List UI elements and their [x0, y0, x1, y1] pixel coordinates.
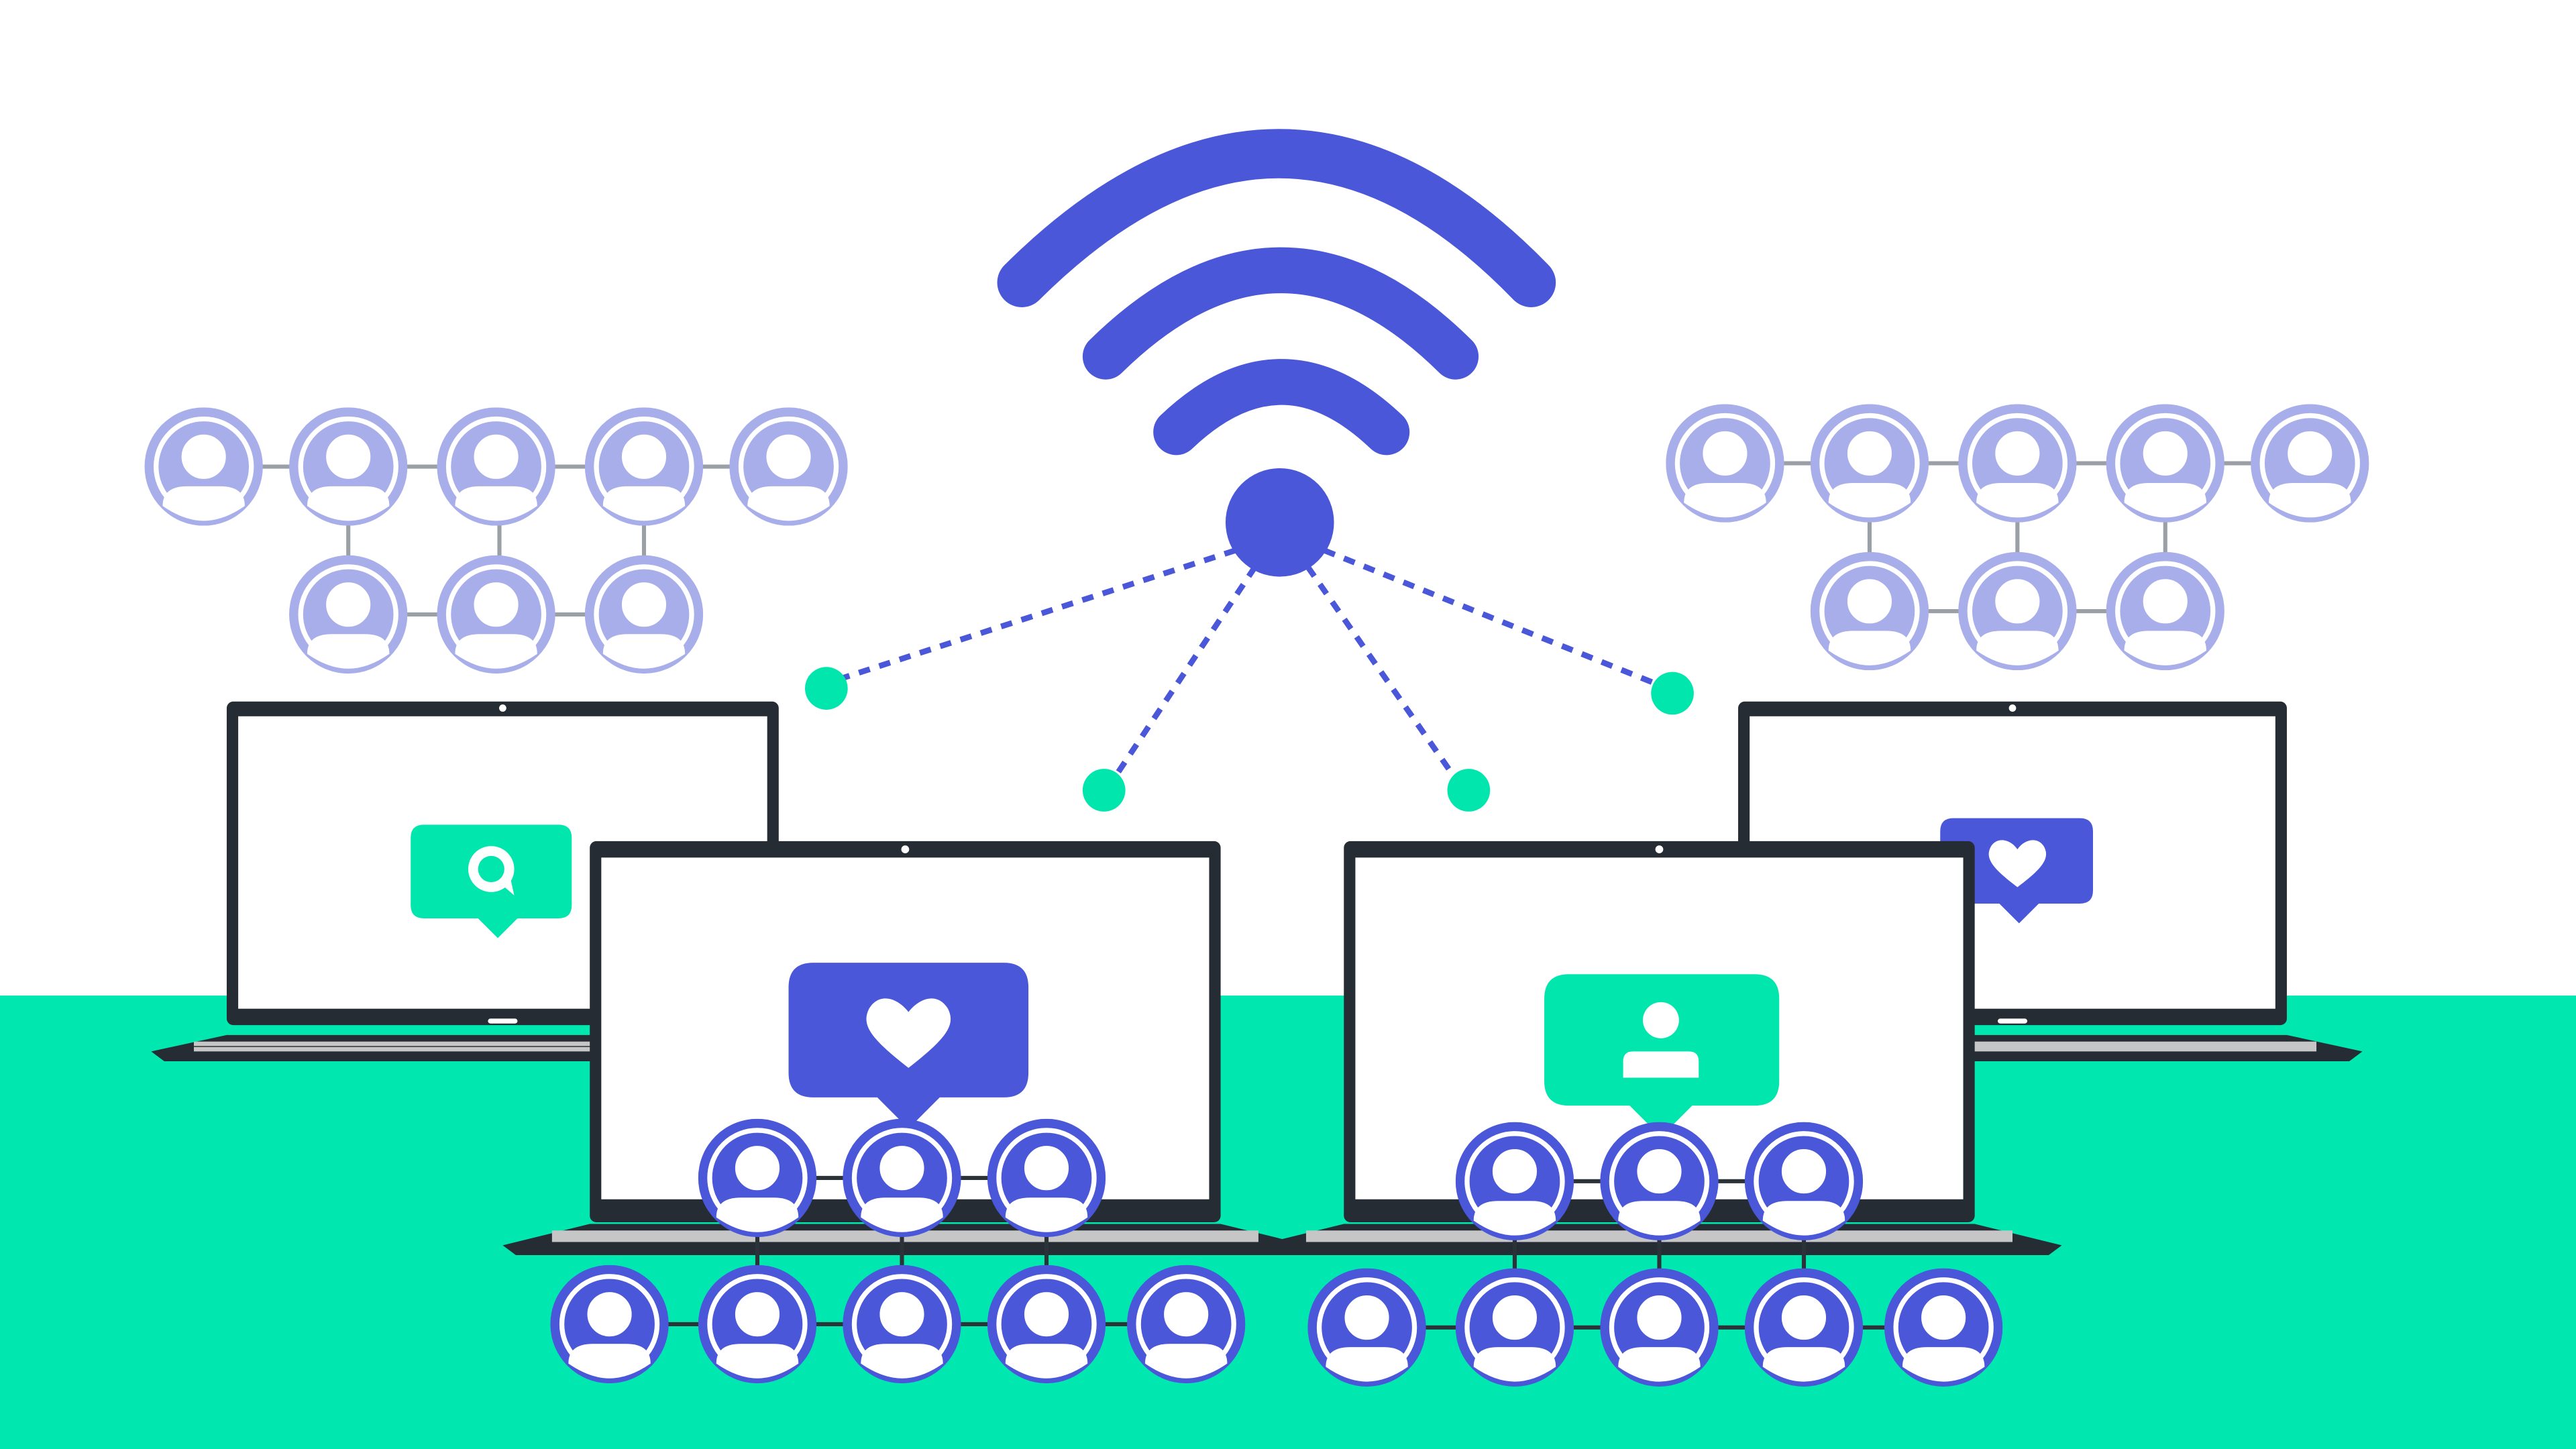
user-avatar-icon [1745, 1269, 1863, 1387]
link-endpoint [1651, 672, 1694, 715]
user-avatar-icon [1307, 1269, 1426, 1387]
chat-bubble [411, 824, 572, 938]
user-avatar-icon [1127, 1265, 1245, 1383]
user-avatar-icon [1456, 1269, 1574, 1387]
user-avatar-icon [987, 1265, 1106, 1383]
bottom-right-user-cluster [1307, 1122, 2002, 1387]
bottom-left-user-cluster [550, 1119, 1245, 1383]
user-avatar-icon [1745, 1122, 1863, 1240]
user-avatar-icon [698, 1265, 816, 1383]
user-avatar-icon [1811, 404, 1929, 522]
wifi-icon [997, 129, 1556, 455]
user-avatar-icon [1600, 1122, 1718, 1240]
link-endpoint [1447, 769, 1491, 812]
user-avatar-icon [2106, 404, 2224, 522]
user-avatar-icon [145, 407, 263, 525]
user-avatar-icon [987, 1119, 1106, 1237]
ground-band [0, 996, 2576, 1449]
top-left-user-cluster [145, 407, 848, 674]
wifi-links [840, 547, 1661, 781]
user-avatar-icon [1600, 1269, 1718, 1387]
wifi-arc-middle [1082, 247, 1479, 380]
user-avatar-icon [289, 407, 407, 525]
user-avatar-icon [1456, 1122, 1574, 1240]
user-avatar-icon [585, 555, 703, 674]
wifi-arc-inner [1153, 359, 1410, 455]
user-avatar-icon [2251, 404, 2369, 522]
user-avatar-icon [2106, 552, 2224, 670]
user-avatar-icon [1666, 404, 1784, 522]
user-avatar-icon [1958, 404, 2076, 522]
user-profile-icon [1623, 1002, 1699, 1078]
wifi-hub-node [1225, 468, 1334, 577]
user-avatar-icon [843, 1265, 961, 1383]
wifi-arc-outer [997, 129, 1556, 307]
user-avatar-icon [729, 407, 847, 525]
user-avatar-icon [1811, 552, 1929, 670]
like-bubble-right [1940, 818, 2093, 924]
user-avatar-icon [289, 555, 407, 674]
heart-icon [1988, 840, 2047, 888]
user-avatar-icon [698, 1119, 816, 1237]
user-avatar-icon [550, 1265, 668, 1383]
user-avatar-icon [585, 407, 703, 525]
link-endpoint [1082, 769, 1126, 812]
heart-icon [866, 998, 951, 1068]
user-avatar-icon [843, 1119, 961, 1237]
user-avatar-icon [437, 555, 555, 674]
top-right-user-cluster [1666, 404, 2369, 670]
link-endpoint [805, 667, 848, 710]
chat-bubble-icon [468, 846, 515, 896]
profile-bubble [1544, 974, 1780, 1137]
user-avatar-icon [437, 407, 555, 525]
user-avatar-icon [1884, 1269, 2002, 1387]
user-avatar-icon [1958, 552, 2076, 670]
like-bubble-center [788, 963, 1029, 1129]
